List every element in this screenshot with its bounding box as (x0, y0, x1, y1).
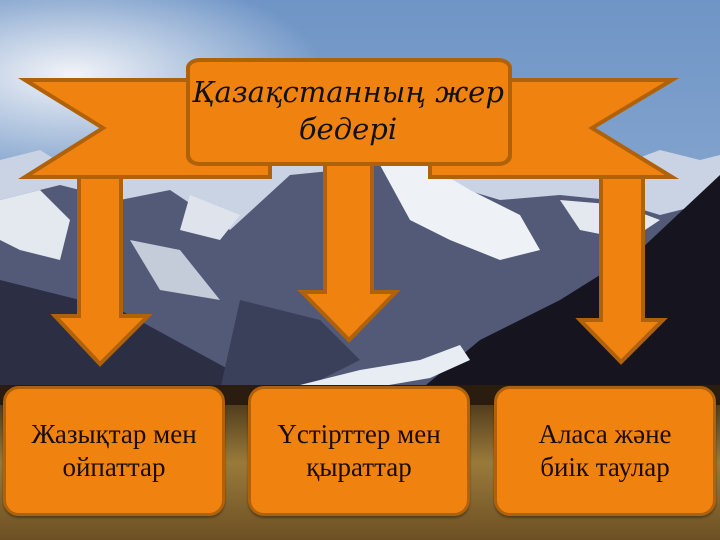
arrow-down-icon-middle (297, 160, 401, 343)
box-low-high-mountains: Аласа және биік таулар (494, 386, 716, 516)
box-label-line-2: қыраттар (306, 452, 412, 482)
box-label-line-1: Жазықтар мен (31, 419, 197, 449)
title-line-1: Қазақстанның жер (192, 75, 504, 109)
box-label-line-1: Аласа және (538, 419, 672, 449)
arrow-down-icon-right (575, 175, 668, 365)
box-label-line-2: биік таулар (540, 452, 670, 482)
page-title: Қазақстанның жер бедері (188, 60, 508, 162)
arrow-down-icon-left (50, 175, 153, 367)
box-label-line-1: Үстірттер мен (277, 419, 441, 449)
box-label-line-2: ойпаттар (62, 452, 166, 482)
box-plains-lowlands: Жазықтар мен ойпаттар (3, 386, 225, 516)
box-plateaus-hills: Үстірттер мен қыраттар (248, 386, 470, 516)
title-line-2: бедері (298, 112, 398, 146)
